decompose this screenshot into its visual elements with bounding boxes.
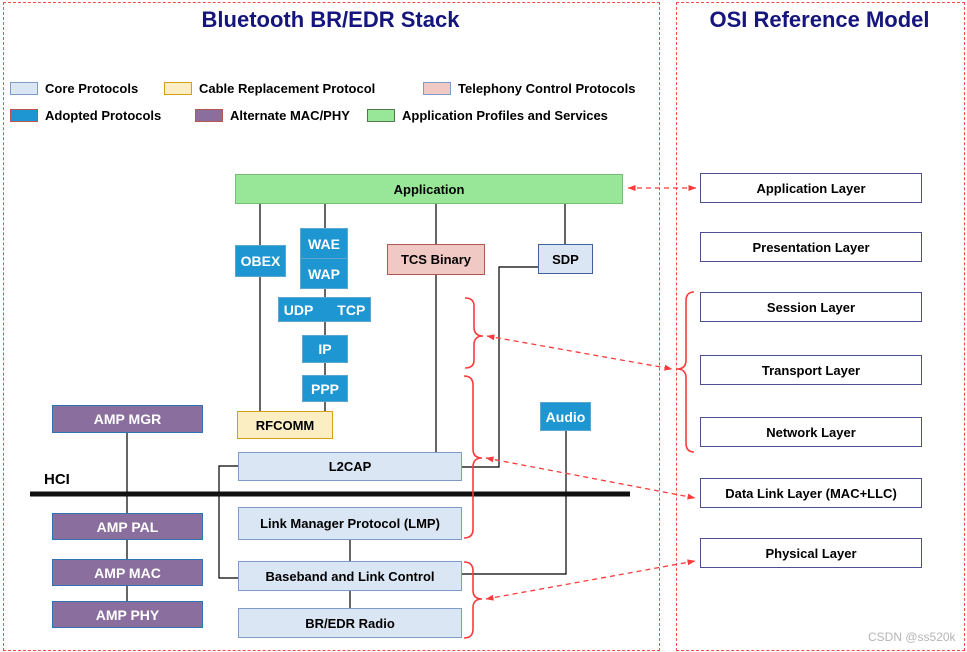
legend-item-telephony-control: Telephony Control Protocols bbox=[423, 81, 635, 96]
udp-label: UDP bbox=[283, 301, 314, 318]
legend-item-application-profiles: Application Profiles and Services bbox=[367, 108, 608, 123]
audio-box: Audio bbox=[540, 402, 591, 431]
tcs-binary-box: TCS Binary bbox=[387, 244, 485, 275]
udp-tcp-box: UDP TCP bbox=[278, 297, 371, 322]
wap-box: WAP bbox=[300, 258, 348, 289]
osi-model-title: OSI Reference Model bbox=[709, 7, 930, 32]
application-box: Application bbox=[235, 174, 623, 204]
baseband-box: Baseband and Link Control bbox=[238, 561, 462, 591]
watermark: CSDN @ss520k bbox=[868, 630, 956, 644]
legend-label: Alternate MAC/PHY bbox=[230, 108, 350, 123]
legend-item-core-protocols: Core Protocols bbox=[10, 81, 138, 96]
lmp-box: Link Manager Protocol (LMP) bbox=[238, 507, 462, 540]
ppp-box: PPP bbox=[302, 375, 348, 402]
bluetooth-stack-title: Bluetooth BR/EDR Stack bbox=[201, 7, 460, 32]
application-profiles-swatch bbox=[367, 109, 395, 122]
osi-presentation-layer-box: Presentation Layer bbox=[700, 232, 922, 262]
rfcomm-box: RFCOMM bbox=[237, 411, 333, 439]
legend-item-adopted-protocols: Adopted Protocols bbox=[10, 108, 161, 123]
obex-box: OBEX bbox=[235, 245, 286, 277]
osi-session-layer-box: Session Layer bbox=[700, 292, 922, 322]
l2cap-box: L2CAP bbox=[238, 452, 462, 481]
wae-box: WAE bbox=[300, 228, 348, 259]
br-edr-radio-box: BR/EDR Radio bbox=[238, 608, 462, 638]
cable-replacement-swatch bbox=[164, 82, 192, 95]
osi-physical-layer-box: Physical Layer bbox=[700, 538, 922, 568]
legend-label: Cable Replacement Protocol bbox=[199, 81, 376, 96]
ip-box: IP bbox=[302, 335, 348, 363]
legend-label: Application Profiles and Services bbox=[402, 108, 608, 123]
osi-application-layer-box: Application Layer bbox=[700, 173, 922, 203]
legend-item-cable-replacement: Cable Replacement Protocol bbox=[164, 81, 375, 96]
adopted-protocols-swatch bbox=[10, 109, 38, 122]
hci-label: HCI bbox=[44, 471, 70, 488]
amp-mgr-box: AMP MGR bbox=[52, 405, 203, 433]
legend-label: Core Protocols bbox=[45, 81, 139, 96]
legend-label: Telephony Control Protocols bbox=[458, 81, 636, 96]
osi-network-layer-box: Network Layer bbox=[700, 417, 922, 447]
alternate-mac-phy-swatch bbox=[195, 109, 223, 122]
osi-model-panel bbox=[676, 2, 965, 651]
legend-label: Adopted Protocols bbox=[45, 108, 162, 123]
core-protocols-swatch bbox=[10, 82, 38, 95]
bluetooth-stack-panel bbox=[3, 2, 660, 651]
amp-phy-box: AMP PHY bbox=[52, 601, 203, 628]
osi-data-link-layer-box: Data Link Layer (MAC+LLC) bbox=[700, 478, 922, 508]
sdp-box: SDP bbox=[538, 244, 593, 274]
telephony-control-swatch bbox=[423, 82, 451, 95]
osi-transport-layer-box: Transport Layer bbox=[700, 355, 922, 385]
amp-mac-box: AMP MAC bbox=[52, 559, 203, 586]
amp-pal-box: AMP PAL bbox=[52, 513, 203, 540]
tcp-label: TCP bbox=[337, 301, 366, 318]
legend-item-alternate-mac-phy: Alternate MAC/PHY bbox=[195, 108, 350, 123]
